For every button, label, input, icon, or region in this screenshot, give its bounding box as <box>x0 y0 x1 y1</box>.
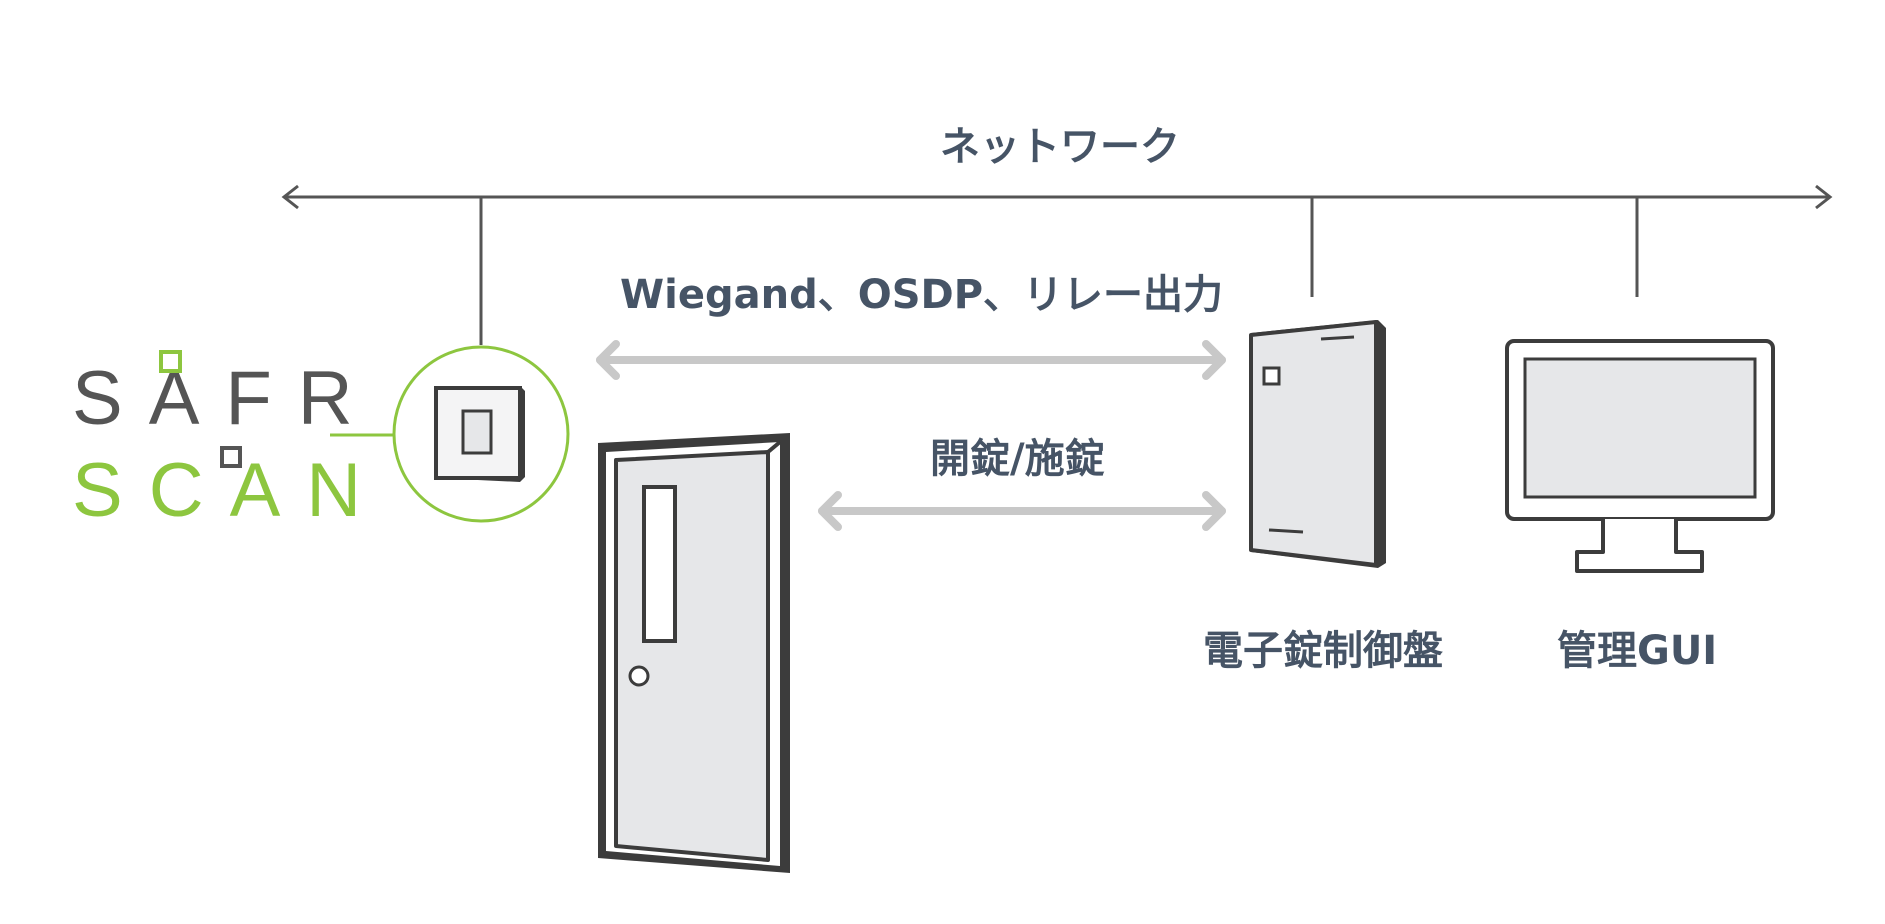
door-icon <box>598 433 790 873</box>
network-bus <box>281 184 1833 345</box>
logo-square-green-icon <box>159 350 182 373</box>
lock-arrow <box>818 491 1226 531</box>
safr-scan-logo: SAFR SCAN <box>72 350 387 533</box>
lock-unlock-label: 開錠/施錠 <box>930 436 1105 482</box>
logo-line1-text: SAFR <box>72 356 379 441</box>
face-reader <box>330 345 570 523</box>
door-knob-icon <box>628 665 650 687</box>
network-label: ネットワーク <box>940 124 1180 170</box>
monitor-icon <box>1505 339 1775 573</box>
gui-label: 管理GUI <box>1557 628 1718 674</box>
lock-controller-icon <box>1249 320 1386 568</box>
network-arrow-left-icon <box>281 184 299 210</box>
reader-screen-icon <box>461 409 493 455</box>
logo-line2-text: SCAN <box>72 448 387 533</box>
network-arrow-right-icon <box>1815 184 1833 210</box>
monitor-screen-icon <box>1523 357 1757 499</box>
protocol-label: Wiegand、OSDP、リレー出力 <box>620 272 1224 318</box>
controller-label: 電子錠制御盤 <box>1203 628 1443 674</box>
controller-indicator-icon <box>1262 366 1281 386</box>
monitor-stand-icon <box>1575 519 1704 573</box>
logo-square-gray-icon <box>220 446 242 468</box>
door-window-icon <box>642 485 677 643</box>
protocol-arrow <box>596 340 1226 380</box>
